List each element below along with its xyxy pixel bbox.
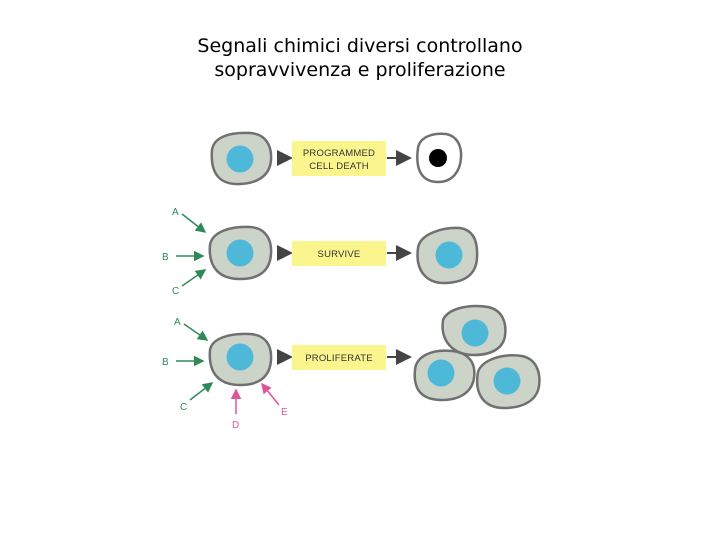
signal-label-a: A bbox=[174, 317, 181, 328]
signal-label-d: D bbox=[232, 420, 239, 431]
signal-arrow-c bbox=[189, 382, 214, 401]
nucleus bbox=[226, 343, 254, 371]
title-line-2: sopravvivenza e proliferazione bbox=[214, 59, 506, 81]
nucleus bbox=[427, 359, 455, 387]
nucleus bbox=[493, 367, 521, 395]
row-programmed-death: PROGRAMMED CELL DEATH bbox=[210, 131, 463, 186]
box-label-line-2: CELL DEATH bbox=[309, 161, 369, 172]
box-label-line-1: PROGRAMMED bbox=[303, 148, 375, 159]
title-line-1: Segnali chimici diversi controllano bbox=[197, 35, 523, 57]
box-label: SURVIVE bbox=[318, 249, 361, 260]
box-label: PROLIFERATE bbox=[305, 353, 372, 364]
outcome-box bbox=[292, 345, 386, 370]
outcome-box bbox=[292, 241, 386, 266]
signal-arrow-e bbox=[261, 382, 280, 406]
nucleus bbox=[461, 319, 489, 347]
nucleus bbox=[226, 145, 254, 173]
row-survive: A B C SURVIVE bbox=[162, 207, 479, 297]
outcome-box bbox=[292, 141, 386, 176]
condensed-nucleus bbox=[429, 149, 447, 167]
signal-label-e: E bbox=[281, 407, 288, 418]
nucleus bbox=[435, 241, 463, 269]
signal-arrow-a bbox=[183, 323, 209, 341]
signal-label-b: B bbox=[162, 357, 169, 368]
signal-label-b: B bbox=[162, 252, 169, 263]
signal-arrow-a bbox=[181, 213, 207, 233]
slide-title: Segnali chimici diversi controllano sopr… bbox=[0, 34, 720, 82]
row-proliferate: A B C D E PROLIFERATE bbox=[162, 304, 541, 431]
signal-label-c: C bbox=[180, 402, 187, 413]
signal-label-a: A bbox=[172, 207, 179, 218]
nucleus bbox=[226, 239, 254, 267]
signal-label-c: C bbox=[172, 286, 179, 297]
signal-arrow-c bbox=[181, 269, 207, 287]
